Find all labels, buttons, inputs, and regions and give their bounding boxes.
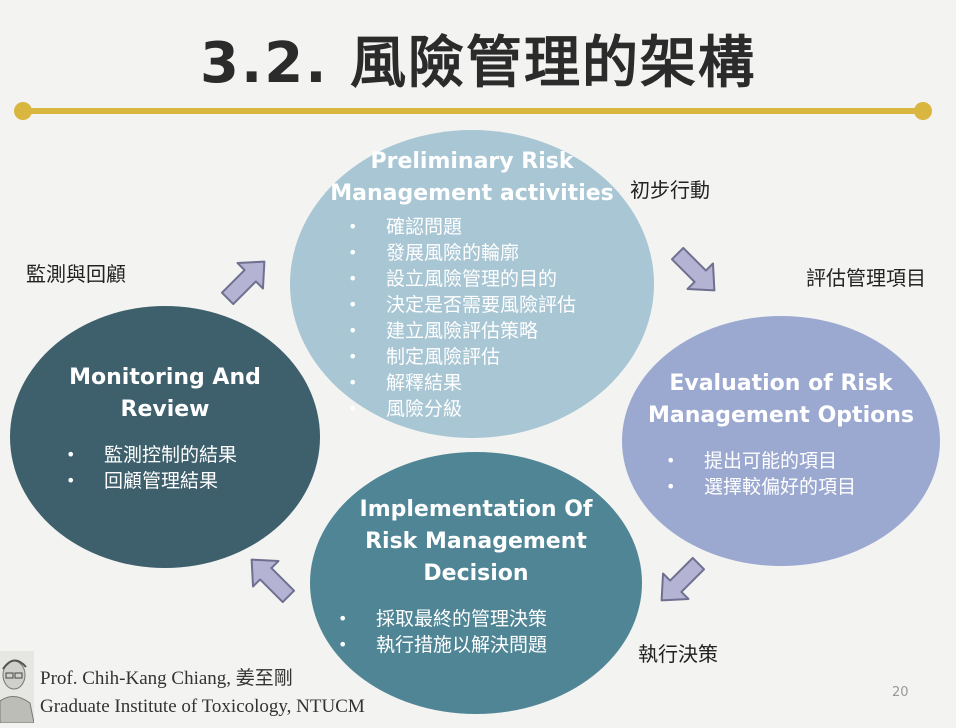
list-item: 採取最終的管理決策 bbox=[338, 606, 547, 632]
list-item: 監測控制的結果 bbox=[66, 442, 237, 468]
list-item: 設立風險管理的目的 bbox=[348, 266, 576, 292]
label-execute-decision: 執行決策 bbox=[638, 642, 718, 666]
arrow-evaluation-to-implementation bbox=[660, 556, 706, 602]
list-item: 確認問題 bbox=[348, 214, 576, 240]
list-item: 風險分級 bbox=[348, 396, 576, 422]
list-item: 制定風險評估 bbox=[348, 344, 576, 370]
list-item: 選擇較偏好的項目 bbox=[666, 474, 856, 500]
monitoring-review-bullets: 監測控制的結果 回顧管理結果 bbox=[66, 442, 237, 494]
title-line: Preliminary Risk bbox=[370, 149, 574, 174]
evaluation-options-node: Evaluation of Risk Management Options 提出… bbox=[622, 316, 940, 566]
page-title: 3.2. 風險管理的架構 bbox=[200, 31, 756, 96]
title-line: Review bbox=[120, 397, 210, 422]
preliminary-risk-bullets: 確認問題 發展風險的輪廓 設立風險管理的目的 決定是否需要風險評估 建立風險評估… bbox=[348, 214, 576, 422]
evaluation-options-bullets: 提出可能的項目 選擇較偏好的項目 bbox=[666, 448, 856, 500]
monitoring-review-node: Monitoring And Review 監測控制的結果 回顧管理結果 bbox=[10, 306, 320, 568]
evaluation-options-title: Evaluation of Risk Management Options bbox=[622, 368, 940, 432]
author-institute: Graduate Institute of Toxicology, NTUCM bbox=[40, 696, 365, 717]
slide-footer: Prof. Chih-Kang Chiang, 姜至剛 Graduate Ins… bbox=[0, 651, 956, 728]
list-item: 執行措施以解決問題 bbox=[338, 632, 547, 658]
title-line: Management activities bbox=[330, 181, 614, 206]
implementation-bullets: 採取最終的管理決策 執行措施以解決問題 bbox=[338, 606, 547, 658]
underline-left-dot bbox=[14, 102, 32, 120]
arrow-monitor-to-preliminary bbox=[220, 260, 266, 306]
list-item: 決定是否需要風險評估 bbox=[348, 292, 576, 318]
list-item: 建立風險評估策略 bbox=[348, 318, 576, 344]
monitoring-review-title: Monitoring And Review bbox=[10, 362, 320, 426]
preliminary-risk-title: Preliminary Risk Management activities bbox=[290, 146, 654, 210]
list-item: 發展風險的輪廓 bbox=[348, 240, 576, 266]
implementation-title: Implementation Of Risk Management Decisi… bbox=[310, 494, 642, 590]
label-monitor-review: 監測與回顧 bbox=[26, 262, 126, 286]
title-line: Decision bbox=[423, 561, 529, 586]
title-line: Management Options bbox=[648, 403, 914, 428]
page-number: 20 bbox=[892, 685, 909, 700]
list-item: 解釋結果 bbox=[348, 370, 576, 396]
footer-author: Prof. Chih-Kang Chiang, 姜至剛 Graduate Ins… bbox=[40, 665, 365, 721]
label-initial-action: 初步行動 bbox=[630, 178, 710, 202]
underline-right-dot bbox=[914, 102, 932, 120]
list-item: 回顧管理結果 bbox=[66, 468, 237, 494]
implementation-node: Implementation Of Risk Management Decisi… bbox=[310, 452, 642, 714]
preliminary-risk-node: Preliminary Risk Management activities 確… bbox=[290, 130, 654, 438]
title-line: Monitoring And bbox=[69, 365, 261, 390]
arrow-preliminary-to-evaluation bbox=[670, 246, 716, 292]
title-line: Risk Management bbox=[365, 529, 587, 554]
title-underline bbox=[22, 108, 926, 114]
title-line: Implementation Of bbox=[359, 497, 593, 522]
arrow-implementation-to-monitoring bbox=[250, 558, 296, 604]
author-name: Prof. Chih-Kang Chiang, 姜至剛 bbox=[40, 668, 293, 689]
list-item: 提出可能的項目 bbox=[666, 448, 856, 474]
title-line: Evaluation of Risk bbox=[669, 371, 893, 396]
label-evaluate-options: 評估管理項目 bbox=[806, 266, 926, 290]
professor-portrait-icon bbox=[0, 651, 34, 723]
